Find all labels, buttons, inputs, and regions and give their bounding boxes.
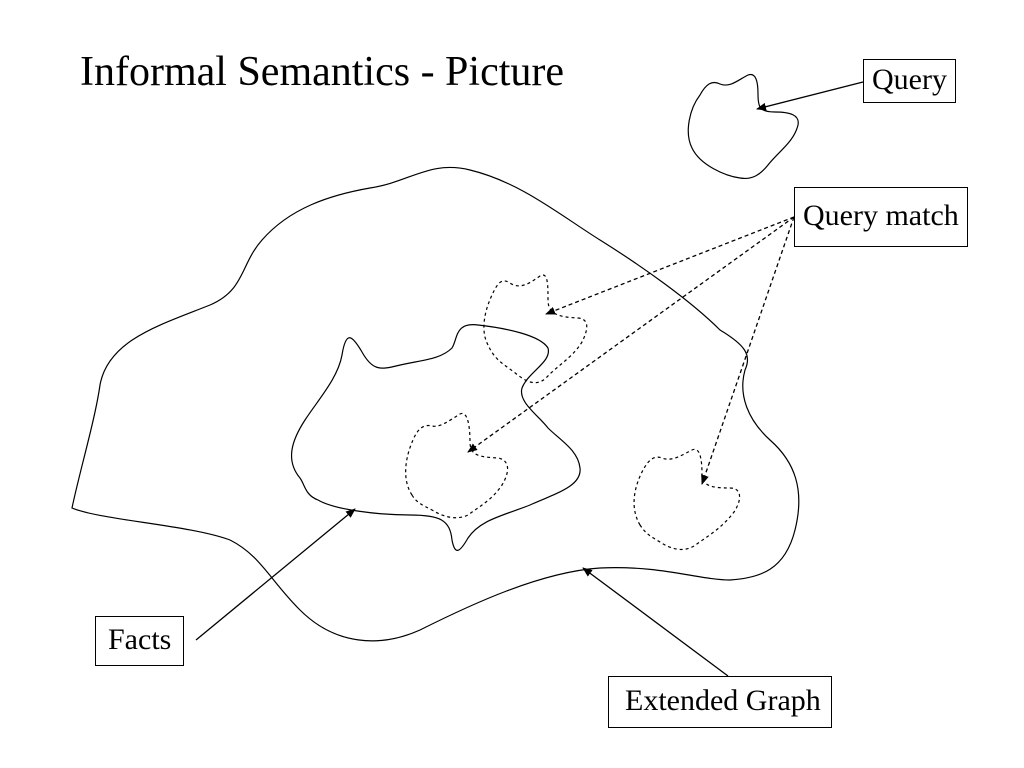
slide-title: Informal Semantics - Picture	[80, 49, 565, 95]
query-match-label: Query match	[794, 187, 968, 247]
query-match-arrow-top	[545, 216, 795, 315]
facts-outline	[291, 324, 581, 551]
query-match-shape-middle	[405, 412, 509, 519]
extended-graph-arrow	[582, 567, 729, 677]
query-label: Query	[863, 59, 956, 103]
facts-arrow	[195, 508, 356, 641]
extended-graph-outline	[71, 166, 800, 642]
facts-label: Facts	[95, 616, 185, 666]
query-match-arrow-right	[701, 216, 795, 485]
extended-graph-label: Extended Graph	[608, 676, 832, 728]
query-outline	[687, 73, 799, 180]
query-match-shape-right	[633, 448, 741, 551]
query-arrow	[756, 81, 864, 111]
query-match-shape-top	[483, 274, 588, 384]
query-match-arrow-middle	[467, 216, 795, 453]
